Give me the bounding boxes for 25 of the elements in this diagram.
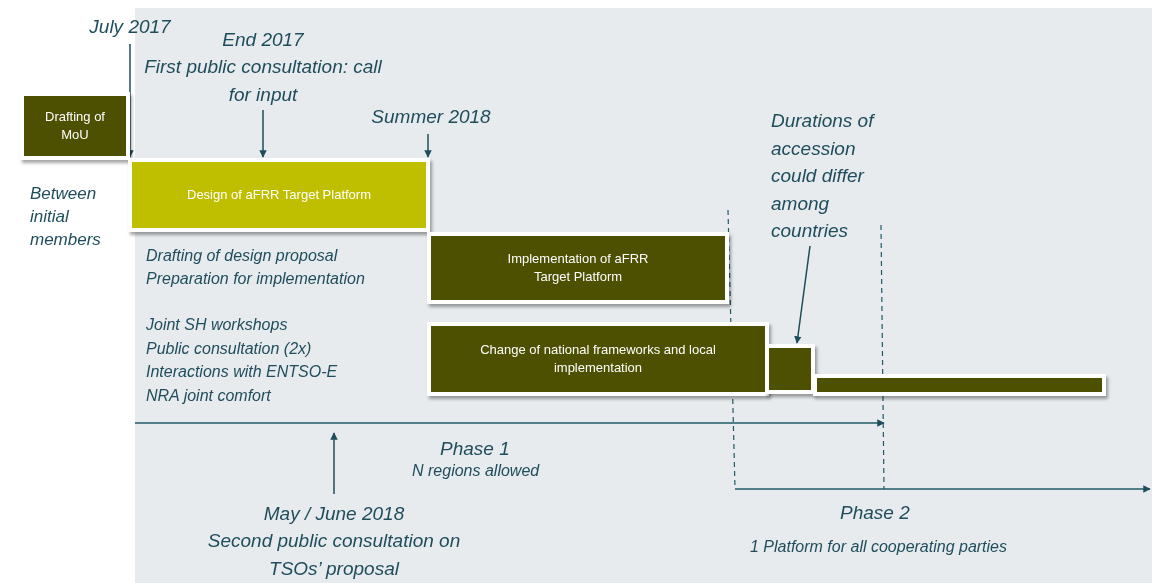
timeline-note: Between initial members: [30, 183, 102, 251]
arrow: [794, 245, 811, 344]
timeline-note: N regions allowed: [412, 462, 540, 480]
timeline-note: Interactions with ENTSO-E: [146, 363, 338, 381]
timeline-note: Durations of accession could differ among countries: [771, 109, 876, 244]
arrow: [424, 133, 432, 158]
timeline-note: Phase 2: [840, 502, 910, 524]
timeline-note: 1 Platform for all cooperating parties: [750, 538, 1007, 556]
timeline-note: Preparation for implementation: [146, 270, 365, 288]
arrow: [330, 432, 338, 495]
timeline-note: Summer 2018: [371, 105, 491, 130]
timeline-note: Phase 1: [440, 438, 510, 460]
timeline-note: May / June 2018: [263, 501, 405, 526]
timeline-note: Joint SH workshops: [146, 316, 288, 334]
timeline-note: Public consultation (2x): [146, 340, 312, 358]
timeline-note: Second public consultation on TSOs’ proposal: [206, 529, 462, 581]
timeline-bar: [813, 374, 1106, 396]
timeline-note: NRA joint comfort: [146, 387, 271, 405]
timeline-note: Drafting of design proposal: [146, 247, 338, 265]
timeline-note: First public consultation: call for input: [143, 55, 383, 107]
timeline-note: July 2017: [89, 15, 171, 40]
phase-box: Change of national frameworks and local implementation: [427, 322, 769, 396]
phase-box: Implementation of aFRR Target Platform: [427, 232, 729, 304]
arrow: [259, 109, 267, 158]
timeline-note: End 2017: [222, 27, 304, 52]
